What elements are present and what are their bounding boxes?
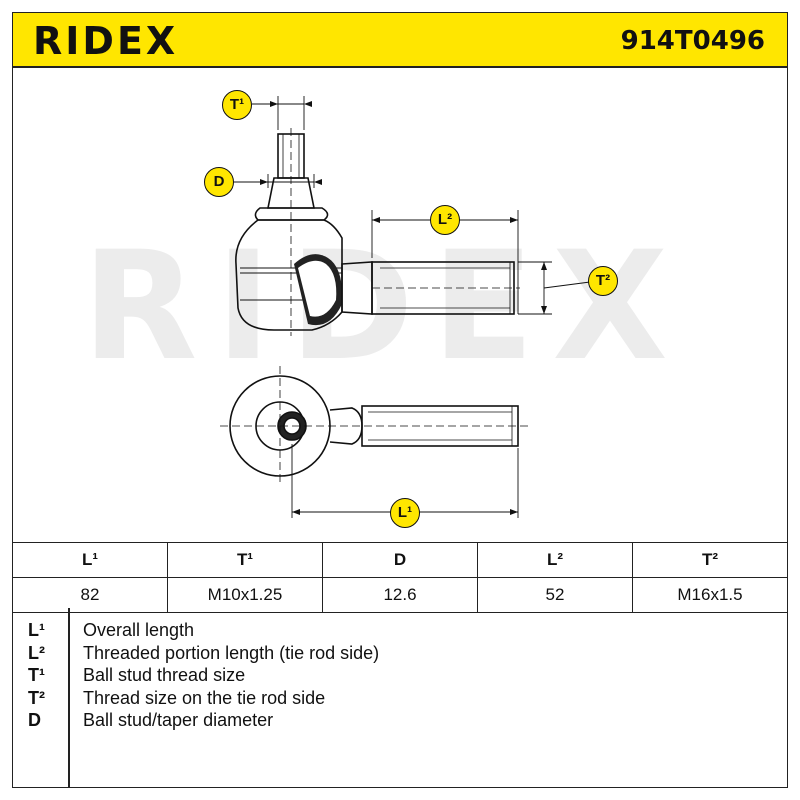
- label-l2-badge: L²: [430, 205, 460, 235]
- spec-header-row: L¹ T¹ D L² T²: [12, 542, 788, 578]
- brand-watermark: RIDEX: [82, 220, 686, 394]
- legend-key: L²: [28, 643, 45, 663]
- legend: L¹ Overall length L² Threaded portion le…: [12, 608, 788, 788]
- tie-rod-end-drawing: [220, 96, 591, 518]
- label-t2-badge: T²: [588, 266, 618, 296]
- label-l1-badge: L¹: [390, 498, 420, 528]
- spec-value-cell: 82: [12, 577, 168, 613]
- legend-key: T¹: [28, 665, 45, 685]
- legend-item: T¹ Ball stud thread size: [12, 665, 788, 687]
- legend-description: Thread size on the tie rod side: [83, 688, 326, 708]
- shaft-neck: [341, 261, 373, 315]
- spec-header-cell: T¹: [167, 542, 323, 578]
- legend-description: Ball stud thread size: [83, 665, 246, 685]
- header-bar: RIDEX 914T0496: [12, 12, 788, 68]
- brand-logo: RIDEX: [33, 19, 179, 63]
- legend-key: D: [28, 710, 41, 730]
- boot-top: [254, 207, 329, 221]
- spec-header-cell: L¹: [12, 542, 168, 578]
- spec-value-cell: M16x1.5: [632, 577, 788, 613]
- spec-value-row: 82 M10x1.25 12.6 52 M16x1.5: [12, 577, 788, 613]
- housing: [235, 219, 343, 331]
- legend-description: Threaded portion length (tie rod side): [83, 643, 380, 663]
- legend-item: T² Thread size on the tie rod side: [12, 688, 788, 710]
- spec-header-cell: T²: [632, 542, 788, 578]
- label-t1-badge: T¹: [222, 90, 252, 120]
- legend-description: Ball stud/taper diameter: [83, 710, 274, 730]
- plan-thread: [361, 405, 519, 447]
- spec-header-cell: L²: [477, 542, 633, 578]
- spec-table: L¹ T¹ D L² T² 82 M10x1.25 12.6 52 M16x1.…: [12, 542, 788, 613]
- legend-key: T²: [28, 688, 45, 708]
- spec-value-cell: 52: [477, 577, 633, 613]
- label-d-badge: D: [204, 167, 234, 197]
- legend-item: L¹ Overall length: [12, 620, 788, 642]
- legend-item: D Ball stud/taper diameter: [12, 710, 788, 732]
- legend-key: L¹: [28, 620, 45, 640]
- spec-value-cell: M10x1.25: [167, 577, 323, 613]
- part-number: 914T0496: [620, 26, 765, 56]
- legend-divider: [68, 608, 70, 788]
- technical-drawing: RIDEX: [12, 68, 788, 542]
- legend-item: L² Threaded portion length (tie rod side…: [12, 643, 788, 665]
- legend-description: Overall length: [83, 620, 195, 640]
- spec-header-cell: D: [322, 542, 478, 578]
- spec-value-cell: 12.6: [322, 577, 478, 613]
